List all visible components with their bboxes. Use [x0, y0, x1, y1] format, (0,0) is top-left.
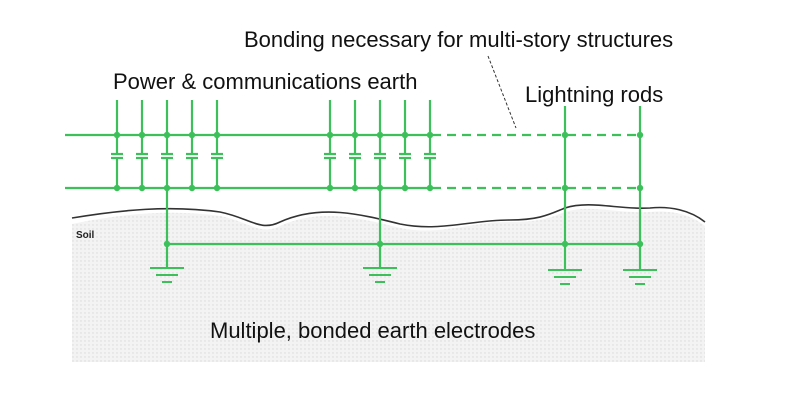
junction-dot-icon — [401, 184, 409, 192]
bonding-label: Bonding necessary for multi-story struct… — [244, 27, 674, 52]
junction-dot-icon — [376, 240, 384, 248]
earth-ground-icon — [548, 269, 582, 285]
junction-dot-icon — [636, 184, 644, 192]
junction-dot-icon — [426, 131, 434, 139]
capacitor-icon — [323, 152, 337, 160]
junction-dot-icon — [376, 184, 384, 192]
bonding-leader-line — [487, 55, 517, 129]
capacitor-icon — [160, 152, 174, 160]
junction-dot-icon — [561, 184, 569, 192]
earth-ground-icons — [150, 267, 657, 285]
junction-dot-icon — [138, 184, 146, 192]
soil-label: Soil — [76, 230, 95, 241]
junction-dot-icon — [213, 131, 221, 139]
junction-dot-icon — [561, 131, 569, 139]
junction-dot-icon — [636, 131, 644, 139]
capacitor-icon — [423, 152, 437, 160]
earth-ground-icon — [150, 267, 184, 283]
junction-dot-icon — [326, 184, 334, 192]
junction-dot-icon — [163, 184, 171, 192]
junction-dot-icon — [188, 184, 196, 192]
junction-dot-icon — [213, 184, 221, 192]
junction-dot-icon — [163, 131, 171, 139]
junction-dots — [113, 131, 644, 248]
soil-surface-line — [71, 204, 706, 228]
junction-dot-icon — [113, 184, 121, 192]
capacitor-icon — [398, 152, 412, 160]
junction-dot-icon — [326, 131, 334, 139]
capacitor-icon — [373, 152, 387, 160]
lightning-rods-label: Lightning rods — [525, 82, 664, 107]
earth-ground-icon — [623, 269, 657, 285]
power-earth-label: Power & communications earth — [113, 69, 418, 94]
junction-dot-icon — [351, 131, 359, 139]
junction-dot-icon — [351, 184, 359, 192]
junction-dot-icon — [426, 184, 434, 192]
soil-region — [72, 208, 705, 362]
capacitor-icons — [110, 152, 437, 160]
capacitor-icon — [185, 152, 199, 160]
junction-dot-icon — [113, 131, 121, 139]
junction-dot-icon — [163, 240, 171, 248]
electrodes-label: Multiple, bonded earth electrodes — [210, 318, 536, 343]
capacitor-icon — [348, 152, 362, 160]
junction-dot-icon — [138, 131, 146, 139]
junction-dot-icon — [376, 131, 384, 139]
junction-dot-icon — [401, 131, 409, 139]
capacitor-icon — [110, 152, 124, 160]
junction-dot-icon — [636, 240, 644, 248]
capacitor-icon — [210, 152, 224, 160]
junction-dot-icon — [188, 131, 196, 139]
junction-dot-icon — [561, 240, 569, 248]
earth-ground-icon — [363, 267, 397, 283]
capacitor-icon — [135, 152, 149, 160]
